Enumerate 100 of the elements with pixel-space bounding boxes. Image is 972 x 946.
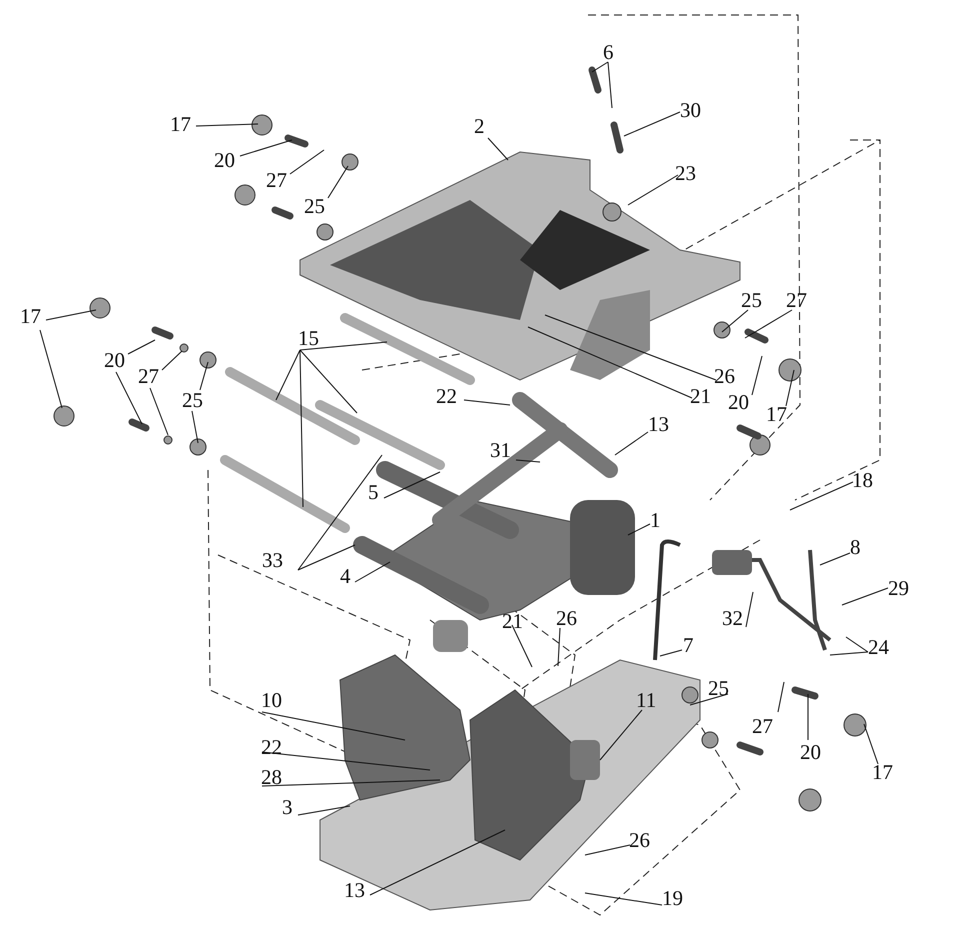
callout-number: 33 [262, 550, 283, 571]
leader-line [752, 356, 762, 396]
callout-number: 8 [850, 537, 860, 558]
leader-line [820, 552, 850, 566]
leader-line [370, 830, 506, 896]
callout-number: 27 [752, 716, 773, 737]
leader-line [196, 124, 258, 126]
leader-line [864, 724, 878, 764]
leader-line [46, 310, 96, 320]
callout-number: 20 [104, 350, 125, 371]
leader-line [592, 62, 608, 72]
leader-line [384, 472, 440, 498]
callout-number: 23 [675, 163, 696, 184]
callout-number: 26 [556, 608, 577, 629]
callout-number: 20 [728, 392, 749, 413]
leader-line [786, 370, 794, 406]
callout-number: 17 [20, 306, 41, 327]
callout-number: 27 [266, 170, 287, 191]
callout-number: 27 [786, 290, 807, 311]
callout-number: 6 [603, 42, 614, 63]
leader-line [328, 166, 348, 198]
callout-number: 10 [261, 690, 282, 711]
leader-line [600, 710, 642, 760]
leader-line [512, 624, 532, 668]
leader-line [746, 592, 754, 628]
leader-line [830, 652, 868, 656]
callout-number: 21 [502, 611, 523, 632]
leader-line [584, 844, 630, 856]
callout-number: 30 [680, 100, 701, 121]
leader-line [722, 310, 748, 332]
leader-line [558, 628, 560, 666]
callout-number: 28 [261, 767, 282, 788]
callout-number: 31 [490, 440, 511, 461]
leader-line [628, 524, 650, 536]
leader-line [262, 752, 430, 770]
leader-line [628, 174, 678, 206]
leader-line [162, 350, 182, 370]
callout-number: 1 [650, 510, 660, 531]
callout-number: 3 [282, 797, 292, 818]
callout-number: 13 [344, 880, 365, 901]
callout-number: 29 [888, 578, 909, 599]
leader-line [298, 454, 382, 570]
leader-line [300, 350, 358, 414]
callout-number: 25 [708, 678, 729, 699]
leader-line [464, 400, 510, 406]
callout-number: 26 [714, 366, 735, 387]
leader-line [584, 892, 662, 906]
callout-number: 17 [872, 762, 893, 783]
leader-line [300, 350, 304, 508]
leader-line [116, 372, 142, 424]
callout-number: 25 [182, 390, 203, 411]
leader-line [298, 806, 350, 816]
callout-number: 25 [304, 196, 325, 217]
leader-line [778, 682, 784, 712]
leader-line [842, 588, 888, 606]
callout-number: 5 [368, 482, 378, 503]
callout-number: 24 [868, 637, 889, 658]
leader-line [624, 112, 680, 136]
leader-line [846, 636, 868, 652]
callout-number: 2 [474, 116, 484, 137]
leader-line [614, 432, 648, 456]
callout-number: 32 [722, 608, 743, 629]
leader-line [262, 780, 440, 786]
callout-number: 18 [852, 470, 873, 491]
callout-number: 4 [340, 566, 350, 587]
callout-number: 20 [214, 150, 235, 171]
leader-line [298, 544, 356, 570]
leader-line [192, 410, 198, 444]
callout-number: 19 [662, 888, 683, 909]
leader-line [660, 650, 682, 656]
callout-number: 11 [636, 690, 656, 711]
leader-line [544, 314, 716, 380]
callout-number: 27 [138, 366, 159, 387]
leader-line [300, 342, 388, 350]
callout-number: 15 [298, 328, 319, 349]
leader-line [516, 460, 540, 462]
leader-line [40, 330, 62, 408]
leader-line [240, 140, 292, 156]
leader-line [488, 138, 508, 160]
leader-line [276, 350, 300, 400]
leader-line [528, 326, 692, 398]
callout-number: 7 [683, 635, 694, 656]
callout-number: 17 [170, 114, 191, 135]
leader-line [608, 62, 612, 108]
callout-number: 25 [741, 290, 762, 311]
leader-line [290, 150, 324, 174]
callout-number: 21 [690, 386, 711, 407]
leader-line [200, 362, 208, 390]
leader-line [128, 340, 156, 354]
leader-line [354, 562, 390, 582]
callout-number: 17 [766, 404, 787, 425]
callout-number: 26 [629, 830, 650, 851]
callout-number: 13 [648, 414, 669, 435]
leader-line [690, 694, 728, 706]
leader-line [262, 712, 406, 740]
leader-line [744, 310, 792, 338]
leader-line [790, 482, 854, 510]
callout-number: 22 [436, 386, 457, 407]
callout-number: 20 [800, 742, 821, 763]
leader-line [150, 388, 168, 436]
